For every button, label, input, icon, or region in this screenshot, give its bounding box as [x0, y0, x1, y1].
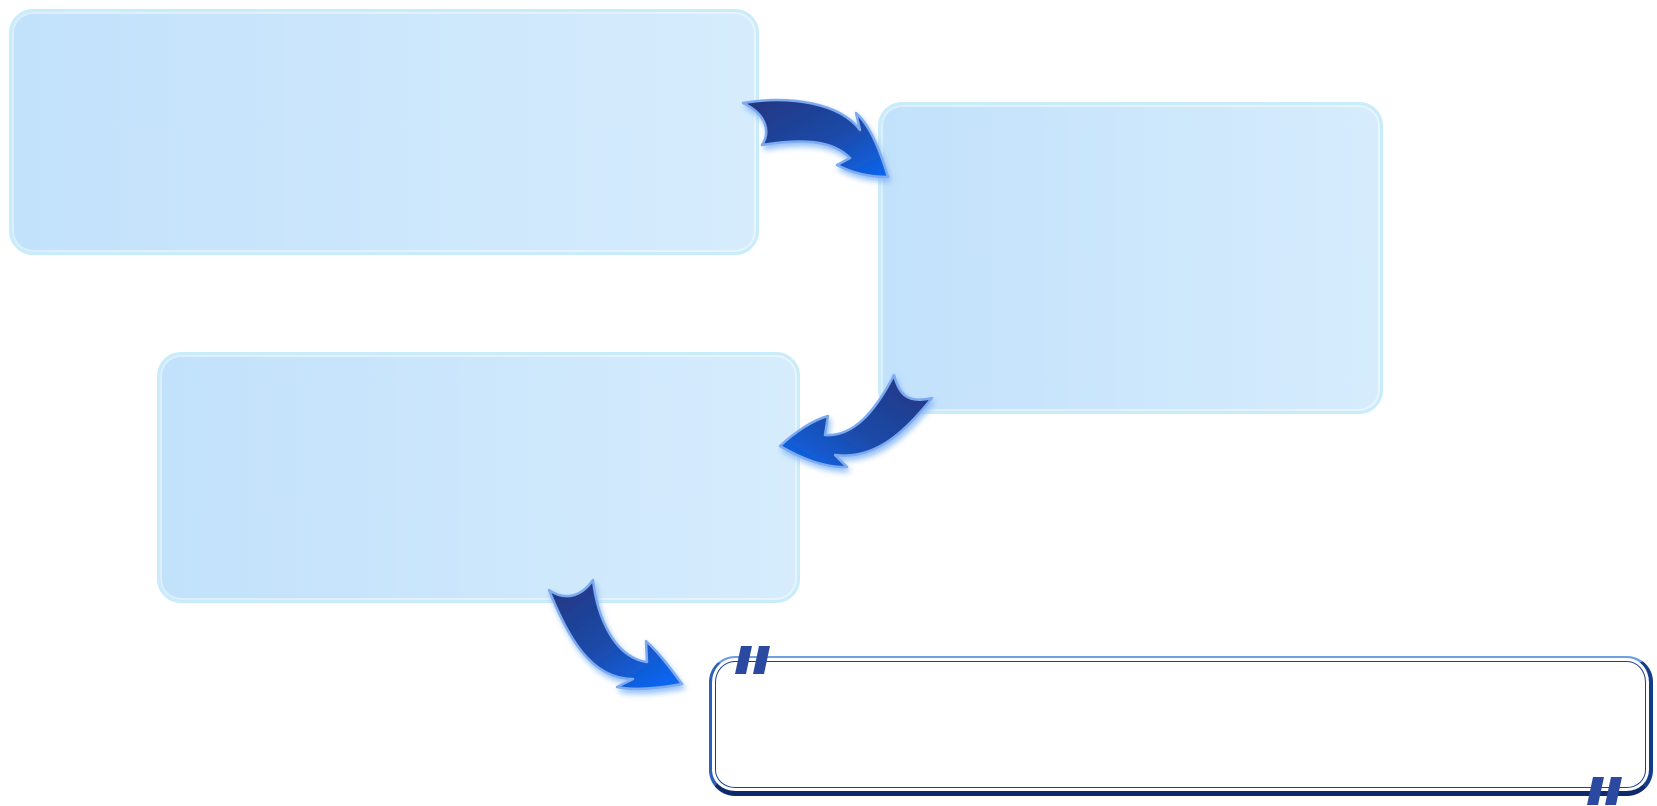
open-quotation-mark-icon	[735, 646, 770, 674]
box-3-text	[455, 468, 503, 488]
diagram-box-2	[878, 102, 1383, 414]
quote-box	[709, 656, 1653, 796]
curved-arrow-icon-1	[741, 98, 890, 179]
box-2-text	[1107, 248, 1155, 268]
diagram-box-1	[9, 9, 759, 255]
curved-arrow-icon-2	[778, 373, 934, 469]
curved-arrow-icon-3	[547, 578, 684, 691]
close-quotation-mark-icon	[1587, 777, 1622, 805]
box-1-text	[360, 122, 408, 142]
diagram-box-3	[157, 352, 800, 603]
quote-text	[752, 688, 1609, 771]
